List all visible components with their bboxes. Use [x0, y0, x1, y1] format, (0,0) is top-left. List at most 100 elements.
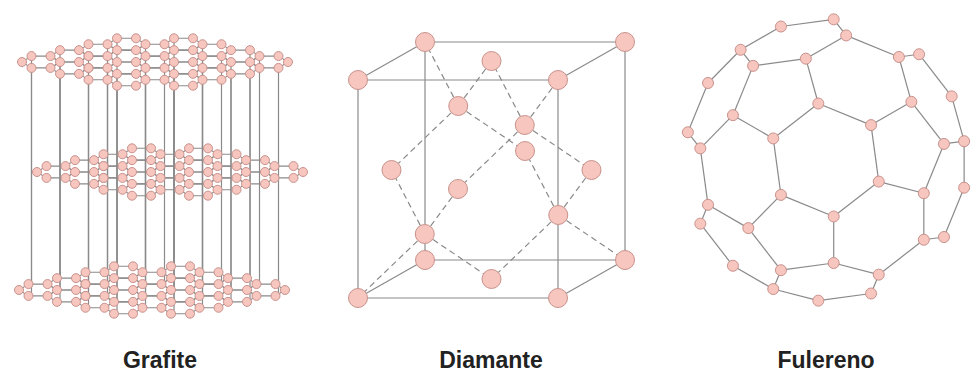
cage-bond: [733, 115, 773, 138]
cage-bond: [944, 188, 964, 237]
carbon-atom: [132, 34, 141, 43]
carbon-atom: [727, 260, 738, 271]
carbon-atom: [81, 280, 90, 289]
cage-bond: [773, 289, 818, 301]
graphite-structure: [15, 34, 308, 318]
carbon-atom: [246, 69, 255, 78]
carbon-atom: [232, 173, 241, 182]
carbon-atom: [170, 46, 179, 55]
interlayer-line: [164, 56, 165, 284]
tetrahedral-bond: [458, 106, 525, 151]
carbon-atom: [775, 21, 786, 32]
carbon-atom: [828, 211, 839, 222]
carbon-atom: [682, 127, 693, 138]
tetrahedral-bond: [558, 215, 625, 260]
carbon-atom: [289, 173, 298, 182]
carbon-atom: [160, 75, 169, 84]
graphene-layer: [15, 262, 290, 318]
carbon-atom: [170, 34, 179, 43]
carbon-atom: [113, 81, 122, 90]
carbon-atom: [43, 280, 52, 289]
carbon-atom: [160, 40, 169, 49]
carbon-atom: [549, 71, 568, 90]
carbon-atom: [84, 52, 93, 61]
carbon-atom: [53, 286, 62, 295]
carbon-atom: [703, 77, 714, 88]
cage-bond: [899, 57, 911, 102]
cage-bond: [924, 144, 944, 193]
cube-edge: [624, 42, 625, 260]
carbon-atom: [189, 69, 198, 78]
carbon-atom: [959, 136, 970, 147]
fullerene-structure: [682, 14, 969, 306]
carbon-atom: [946, 91, 957, 102]
cage-bond: [748, 228, 781, 270]
carbon-atom: [349, 289, 368, 308]
carbon-atom: [198, 63, 207, 72]
carbon-atom: [185, 144, 194, 153]
tetrahedral-bond: [392, 106, 459, 170]
carbon-atom: [735, 44, 746, 55]
cube-edge: [358, 42, 425, 80]
carbon-atom: [167, 297, 176, 306]
carbon-atom: [243, 274, 252, 283]
carbon-atom: [214, 280, 223, 289]
carbon-atom: [743, 223, 754, 234]
carbon-atom: [110, 297, 119, 306]
carbon-atom: [90, 168, 99, 177]
carbon-atom: [24, 291, 33, 300]
carbon-atom: [72, 286, 81, 295]
carbon-atom: [186, 297, 195, 306]
carbon-atom: [138, 280, 147, 289]
carbon-atom: [549, 206, 568, 225]
carbon-atom: [156, 150, 165, 159]
carbon-atom: [906, 96, 917, 107]
carbon-atom: [75, 69, 84, 78]
carbon-atom: [103, 63, 112, 72]
carbon-atom: [129, 274, 138, 283]
carbon-atom: [768, 133, 779, 144]
carbon-atom: [129, 286, 138, 295]
carbon-atom: [24, 280, 33, 289]
carbon-atom: [213, 162, 222, 171]
structure-name: Diamante: [439, 348, 543, 373]
carbon-atom: [582, 161, 601, 180]
tetrahedral-bond: [392, 170, 425, 234]
carbon-atom: [18, 58, 27, 67]
carbon-atom: [113, 34, 122, 43]
cage-bond: [700, 115, 733, 148]
carbon-atom: [132, 58, 141, 67]
carbon-atom: [416, 33, 435, 52]
carbon-atom: [27, 63, 36, 72]
cube-edge: [358, 79, 558, 80]
cage-bond: [741, 27, 781, 50]
cube-edge: [357, 80, 358, 298]
carbon-atom: [27, 52, 36, 61]
carbon-atom: [175, 185, 184, 194]
carbon-atom: [141, 75, 150, 84]
carbon-atom: [866, 120, 877, 131]
interlayer-line: [230, 74, 231, 302]
cage-bond: [879, 240, 924, 275]
carbon-atom: [195, 303, 204, 312]
carbon-atom: [141, 63, 150, 72]
interlayer-line: [259, 56, 260, 284]
carbon-atom: [703, 199, 714, 210]
carbon-atom: [61, 162, 70, 171]
carbon-atom: [99, 162, 108, 171]
carbon-atom: [175, 173, 184, 182]
carbon-atom: [84, 40, 93, 49]
carbon-atom: [175, 150, 184, 159]
carbon-atom: [695, 143, 706, 154]
carbon-atom: [84, 75, 93, 84]
carbon-atom: [99, 162, 108, 171]
carbon-atom: [56, 69, 65, 78]
carbon-atom: [147, 156, 156, 165]
carbon-atom: [110, 286, 119, 295]
carbon-atom: [100, 291, 109, 300]
tetrahedral-bond: [492, 215, 559, 279]
carbon-atom: [242, 168, 251, 177]
carbon-atom: [775, 265, 786, 276]
cage-bond: [773, 138, 781, 194]
